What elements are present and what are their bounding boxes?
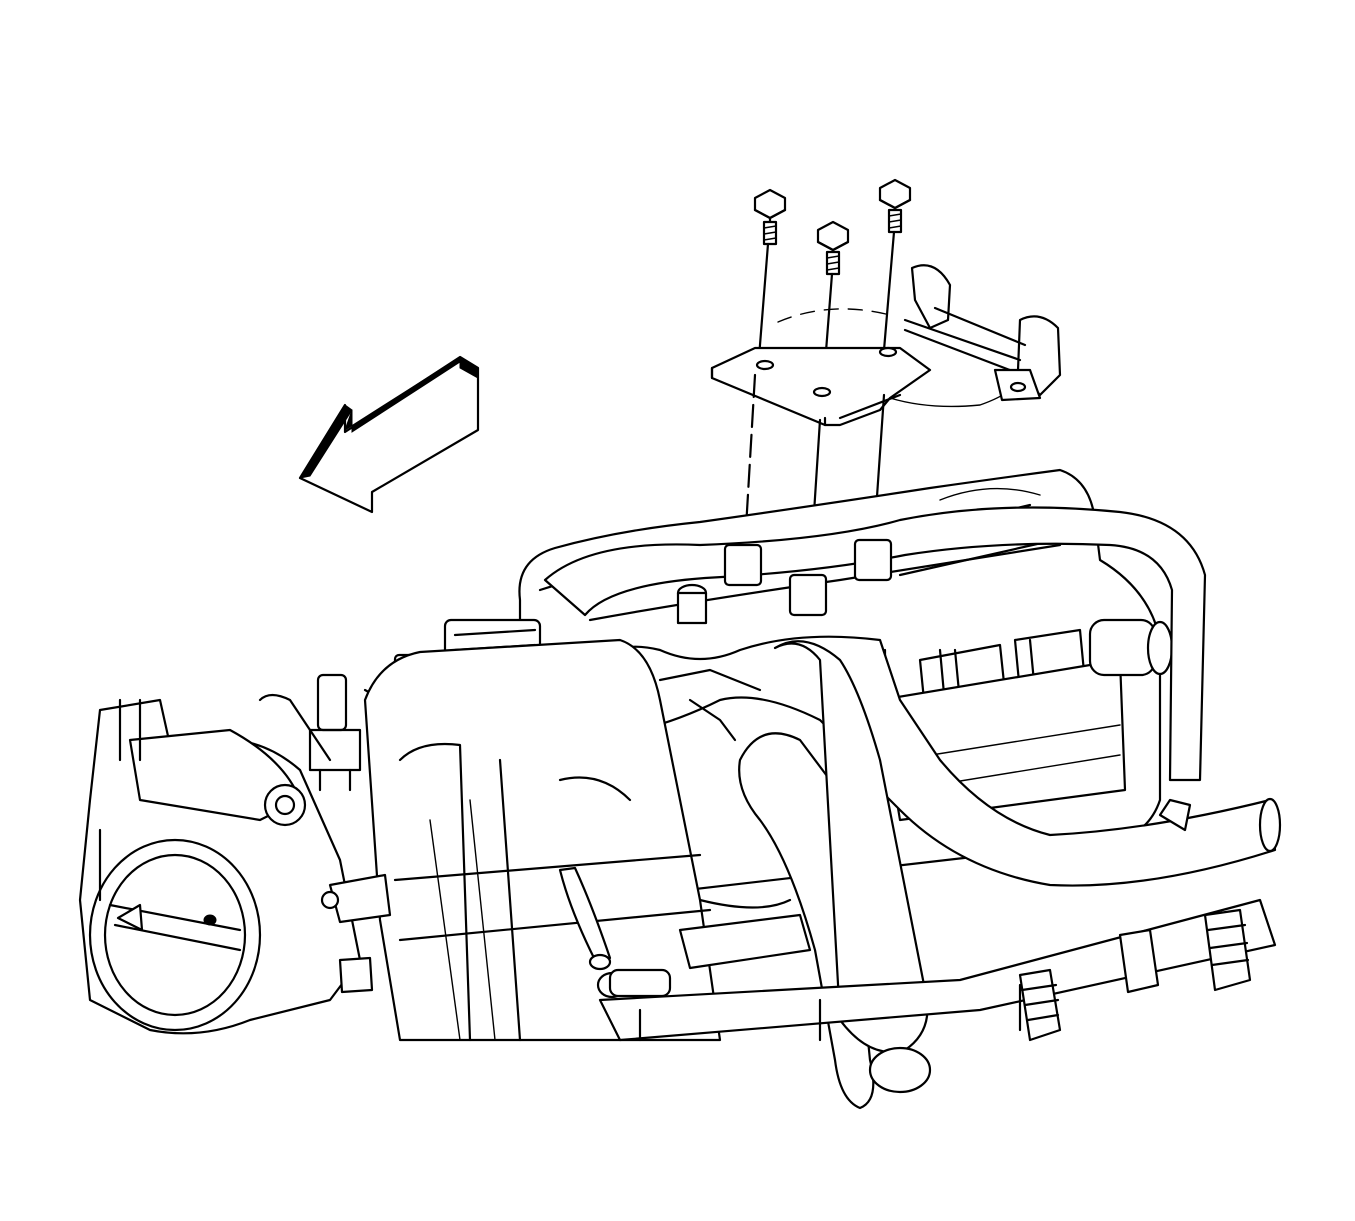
mounting-bracket	[710, 346, 1011, 427]
sensor-connector-left	[558, 866, 612, 971]
wiring-harness-clip	[903, 264, 1062, 402]
bolt-left	[753, 188, 787, 372]
alignment-dashed-line	[777, 308, 891, 323]
lower-engine-block	[363, 638, 1277, 1042]
direction-arrow	[298, 355, 480, 514]
throttle-body	[78, 693, 392, 1035]
mounting-studs	[723, 538, 893, 617]
bolt-right	[878, 178, 912, 352]
fuel-rail-injectors	[596, 798, 1252, 1042]
